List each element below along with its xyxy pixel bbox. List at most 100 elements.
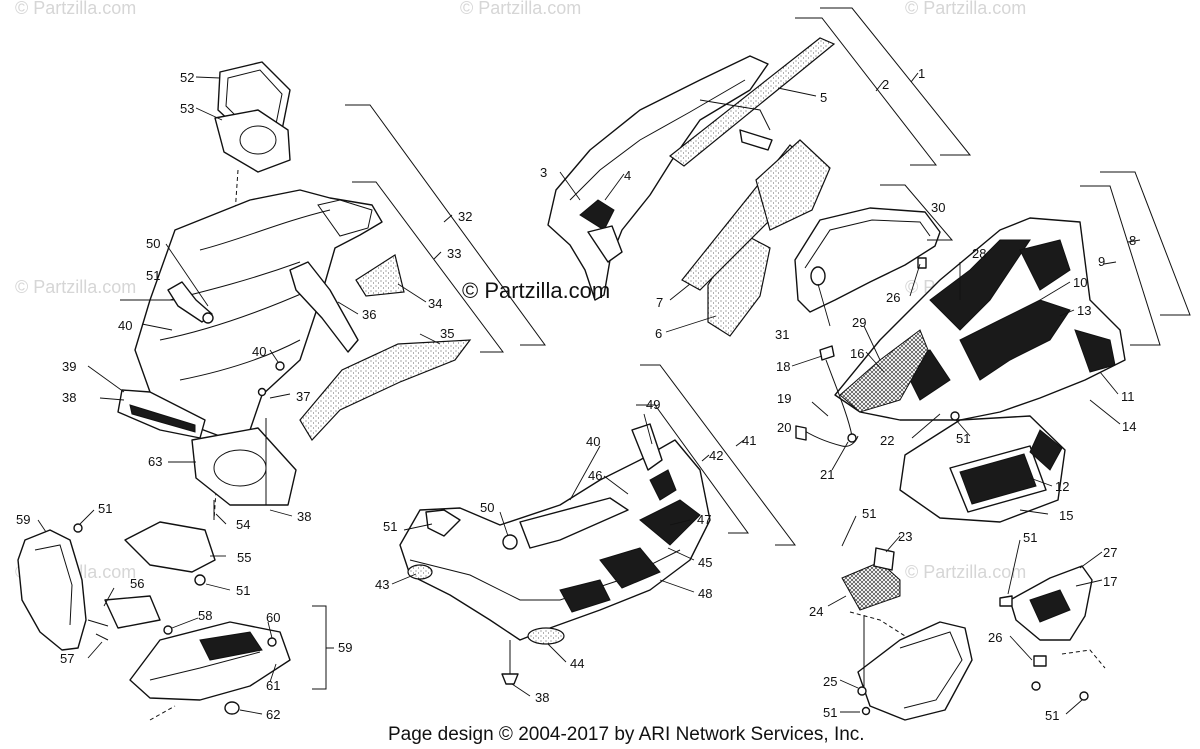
callout-40c: 40	[586, 434, 600, 449]
callout-33: 33	[447, 246, 461, 261]
callout-51b: 51	[956, 431, 970, 446]
callout-63: 63	[148, 454, 162, 469]
part-50-grommet	[502, 534, 518, 550]
callout-29: 29	[852, 315, 866, 330]
callout-28: 28	[972, 246, 986, 261]
center-watermark: © Partzilla.com	[462, 278, 610, 303]
callout-58: 58	[198, 608, 212, 623]
callout-40b: 40	[252, 344, 266, 359]
callout-25: 25	[823, 674, 837, 689]
watermark-top-center: © Partzilla.com	[460, 0, 581, 18]
callout-59b: 59	[338, 640, 352, 655]
callout-27: 27	[1103, 545, 1117, 560]
brackets	[312, 7, 1191, 690]
part-34-pad	[355, 254, 405, 297]
callout-45: 45	[698, 555, 712, 570]
callout-51a: 51	[146, 268, 160, 283]
callout-42: 42	[709, 448, 723, 463]
callout-3: 3	[540, 165, 547, 180]
callout-51c: 51	[383, 519, 397, 534]
part-53-seal	[214, 109, 291, 173]
callout-49: 49	[646, 397, 660, 412]
part-group-side-panel	[794, 207, 1126, 523]
callout-51i: 51	[1045, 708, 1059, 723]
callout-50b: 50	[480, 500, 494, 515]
callout-48: 48	[698, 586, 712, 601]
part-59-side-panel	[17, 529, 87, 651]
callout-11: 11	[1121, 389, 1135, 404]
part-group-lower-right	[841, 547, 1106, 721]
callout-20: 20	[777, 420, 791, 435]
part-44-grommet	[527, 627, 565, 645]
callout-19: 19	[777, 391, 791, 406]
callout-55: 55	[237, 550, 251, 565]
callout-61: 61	[266, 678, 280, 693]
callout-16: 16	[850, 346, 864, 361]
callout-50a: 50	[146, 236, 160, 251]
callout-26b: 26	[988, 630, 1002, 645]
callout-2: 2	[882, 77, 889, 92]
callout-54: 54	[236, 517, 250, 532]
watermark-top-right: © Partzilla.com	[905, 0, 1026, 18]
part-23-clip	[873, 547, 895, 571]
callout-46: 46	[588, 468, 602, 483]
callout-17: 17	[1103, 574, 1117, 589]
callout-36: 36	[362, 307, 376, 322]
page-footer-credit: Page design © 2004-2017 by ARI Network S…	[388, 724, 865, 745]
callout-51h: 51	[823, 705, 837, 720]
callout-13: 13	[1077, 303, 1091, 318]
callout-60: 60	[266, 610, 280, 625]
callout-34: 34	[428, 296, 442, 311]
callout-4: 4	[624, 168, 631, 183]
callout-30: 30	[931, 200, 945, 215]
callout-51d: 51	[98, 501, 112, 516]
part-25-duct	[857, 621, 973, 721]
callout-38c: 38	[535, 690, 549, 705]
callout-15: 15	[1059, 508, 1073, 523]
callout-56: 56	[130, 576, 144, 591]
part-47-bracket	[519, 497, 629, 549]
callout-52: 52	[180, 70, 194, 85]
callout-26a: 26	[886, 290, 900, 305]
callout-44: 44	[570, 656, 584, 671]
callout-43: 43	[375, 577, 389, 592]
callout-7: 7	[656, 295, 663, 310]
part-62-knob	[224, 701, 240, 715]
watermark-low-right: © Partzilla.com	[905, 562, 1026, 582]
part-group-hood	[547, 37, 836, 337]
callout-37: 37	[296, 389, 310, 404]
part-group-belly-pan	[399, 423, 711, 685]
callout-5: 5	[820, 90, 827, 105]
part-5-strip	[669, 37, 836, 167]
part-18-grommet	[819, 345, 835, 361]
part-49-clip	[631, 423, 663, 471]
callout-38b: 38	[297, 509, 311, 524]
callout-57: 57	[60, 651, 74, 666]
part-55-cover	[124, 521, 216, 573]
callout-39: 39	[62, 359, 76, 374]
part-35-pad	[299, 339, 472, 441]
callout-32: 32	[458, 209, 472, 224]
part-group-nose-pan	[99, 61, 472, 521]
callout-53: 53	[180, 101, 194, 116]
part-group-lower-left	[17, 521, 291, 721]
part-63-plate	[191, 427, 297, 506]
callout-51e: 51	[236, 583, 250, 598]
callout-1: 1	[918, 66, 925, 81]
callout-31: 31	[775, 327, 789, 342]
callout-18: 18	[776, 359, 790, 374]
part-30-panel	[794, 207, 941, 313]
callout-47: 47	[697, 512, 711, 527]
callout-51g: 51	[1023, 530, 1037, 545]
callout-labels: 1 2 3 4 5 6 7 8 9 10 11 12 13 14 15 16 1…	[16, 66, 1136, 723]
leader-lines	[37, 76, 1121, 715]
callout-62: 62	[266, 707, 280, 722]
watermark-top-left: © Partzilla.com	[15, 0, 136, 18]
callout-24: 24	[809, 604, 823, 619]
callout-38a: 38	[62, 390, 76, 405]
watermark-mid-left: © Partzilla.com	[15, 277, 136, 297]
callout-12: 12	[1055, 479, 1069, 494]
callout-8: 8	[1129, 233, 1136, 248]
callout-40a: 40	[118, 318, 132, 333]
